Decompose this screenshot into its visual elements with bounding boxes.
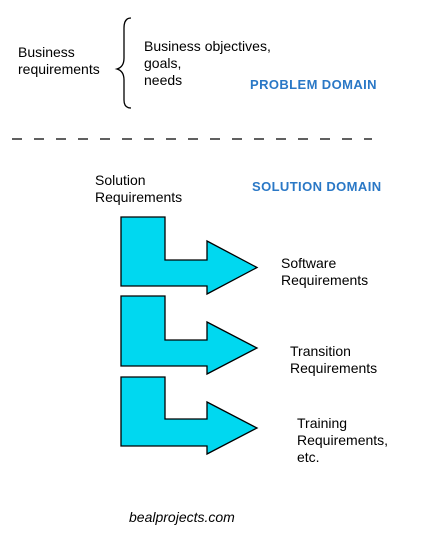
curly-brace (114, 17, 132, 109)
software-requirements-label: Software Requirements (281, 255, 369, 288)
solution-requirements-label: Solution Requirements (95, 172, 183, 205)
problem-domain-label: PROBLEM DOMAIN (250, 77, 377, 92)
footer-credit: bealprojects.com (129, 509, 235, 525)
arrow-software (120, 216, 259, 296)
business-details-text: Business objectives, goals, needs (144, 38, 271, 88)
business-requirements-label: Business requirements (18, 44, 100, 77)
solution-domain-label: SOLUTION DOMAIN (252, 179, 382, 194)
arrow-training (120, 376, 259, 456)
transition-requirements-label: Transition Requirements (290, 343, 378, 376)
training-requirements-label: Training Requirements, etc. (297, 415, 389, 465)
arrow-transition (120, 295, 259, 376)
